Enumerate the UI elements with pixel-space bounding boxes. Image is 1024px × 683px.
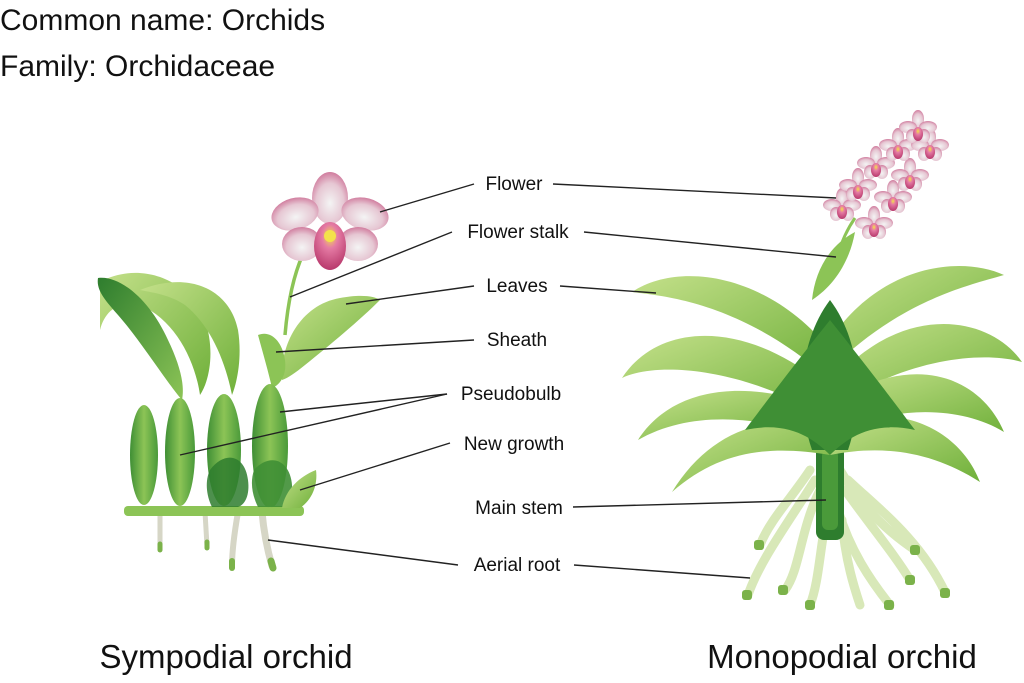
label-leaves: Leaves: [486, 276, 547, 297]
monopodial-aerial-roots: [743, 465, 950, 610]
monopodial-leaf: [830, 323, 1022, 410]
monopodial-flower-stalk: [836, 217, 857, 256]
label-sheath: Sheath: [487, 330, 547, 351]
sheath: [258, 333, 286, 388]
monopodial-leaf: [830, 266, 1004, 370]
pseudobulb: [130, 405, 158, 505]
family-title: Family: Orchidaceae: [0, 50, 276, 83]
caption-sympodial: Sympodial orchid: [99, 638, 352, 675]
label-main-stem: Main stem: [475, 498, 563, 519]
monopodial-leaf: [622, 335, 830, 420]
monopodial-flower-stalk-leaf: [812, 232, 855, 300]
main-stem-highlight: [822, 450, 838, 530]
common-name-title: Common name: Orchids: [0, 4, 326, 37]
label-pseudobulb: Pseudobulb: [461, 384, 561, 405]
label-aerial-root: Aerial root: [474, 555, 561, 576]
sympodial-leaf: [281, 295, 380, 380]
monopodial-leaf-fan: [830, 320, 915, 455]
leader-lines: [179, 183, 837, 579]
monopodial-flower-cluster: [823, 110, 949, 239]
pseudobulb: [165, 398, 195, 506]
new-growth: [282, 470, 317, 508]
monopodial-leaf: [830, 416, 980, 482]
label-new-growth: New growth: [464, 434, 564, 455]
monopodial-root-tips: [742, 540, 950, 610]
monopodial-leaf: [632, 276, 830, 380]
rhizome: [124, 506, 304, 516]
pseudobulb-sheath: [251, 460, 293, 507]
monopodial-leaf-fan: [745, 320, 830, 455]
caption-monopodial: Monopodial orchid: [707, 638, 977, 675]
monopodial-leaf: [672, 422, 830, 492]
pseudobulb-sheath: [206, 457, 249, 507]
monopodial-orchid-illustration: [622, 110, 1022, 610]
sympodial-aerial-roots: [157, 508, 277, 572]
label-flower: Flower: [485, 174, 543, 195]
sympodial-leaf: [97, 277, 183, 400]
sympodial-orchid-illustration: [97, 172, 389, 572]
sympodial-leaf: [140, 282, 240, 395]
sympodial-flower: [271, 172, 389, 270]
label-flower-stalk: Flower stalk: [467, 222, 569, 243]
